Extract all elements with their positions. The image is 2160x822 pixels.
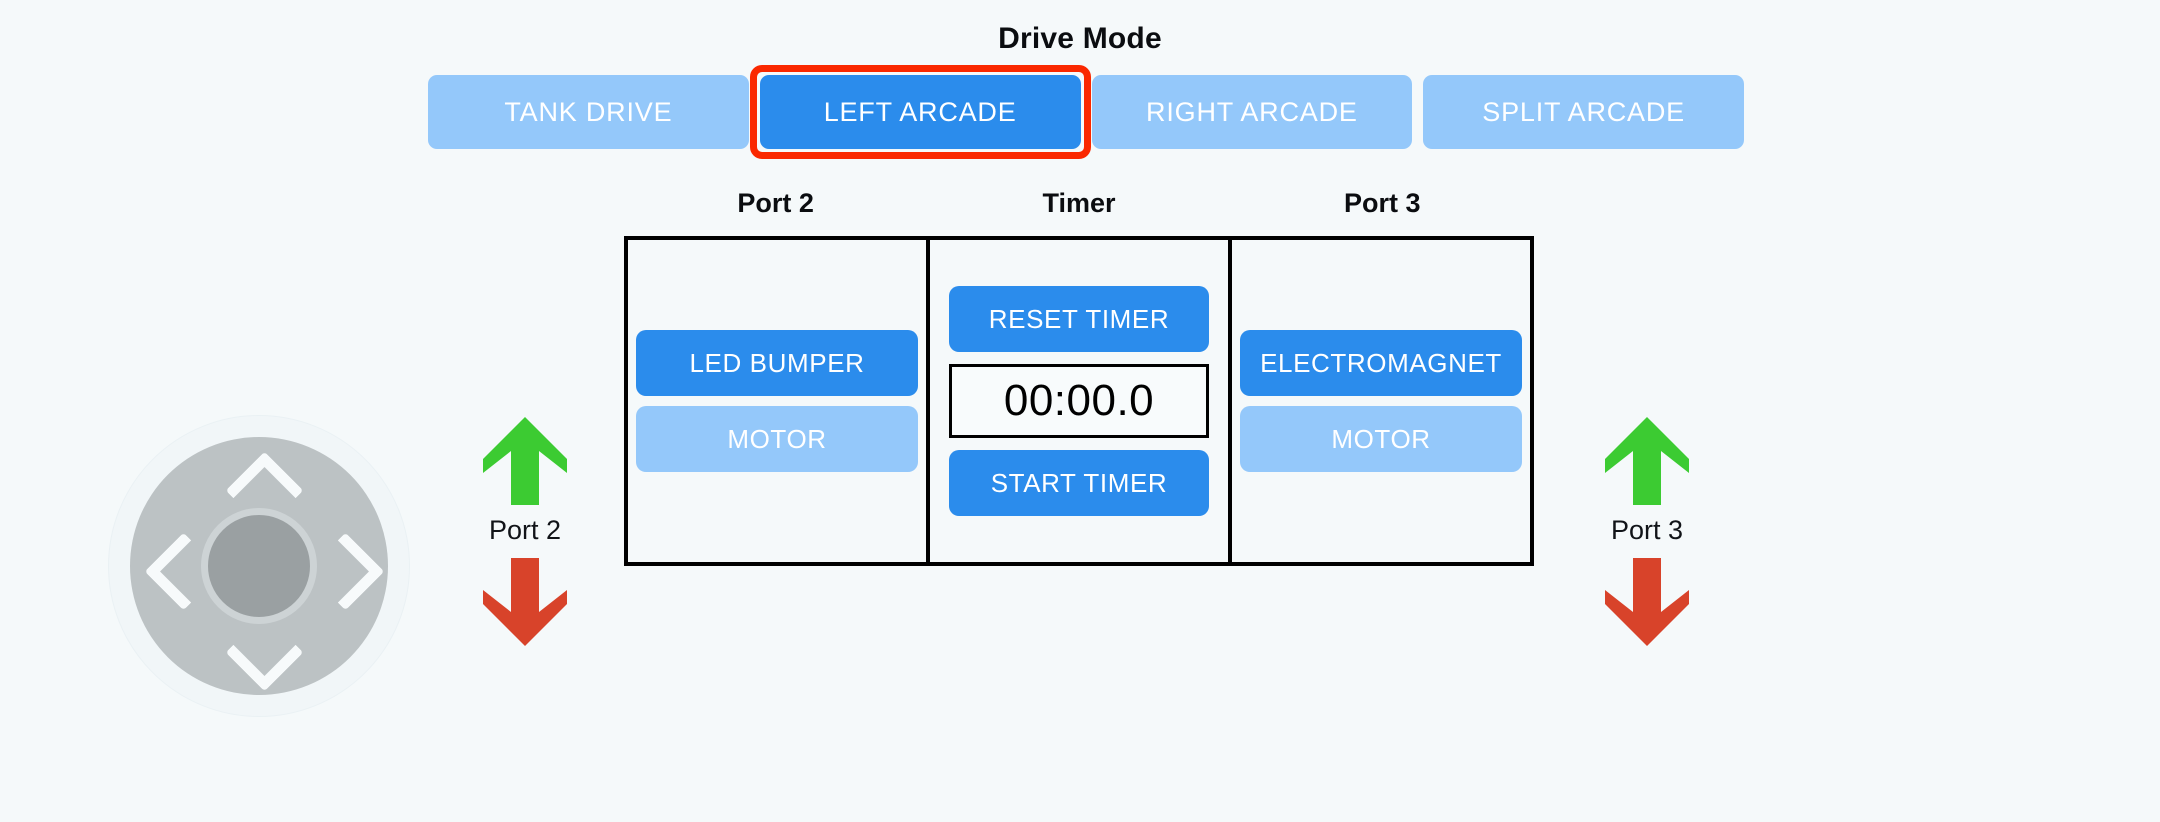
drive-mode-option-right-arcade-wrap: RIGHT ARCADE bbox=[1091, 75, 1413, 149]
timer-display: 00:00.0 bbox=[949, 364, 1209, 438]
port-3-button-stack: ELECTROMAGNET MOTOR bbox=[1240, 330, 1522, 472]
port-2-arrow-group: Port 2 bbox=[440, 415, 610, 648]
drive-mode-button-split-arcade[interactable]: SPLIT ARCADE bbox=[1423, 75, 1744, 149]
port-3-label: Port 3 bbox=[1610, 515, 1684, 545]
arrow-up-icon-port-3[interactable] bbox=[1604, 415, 1690, 507]
column-header-port-2: Port 2 bbox=[737, 188, 814, 218]
panel-column-port-2: LED BUMPER MOTOR bbox=[628, 240, 926, 562]
port-2-label: Port 2 bbox=[488, 515, 562, 545]
drive-mode-button-left-arcade[interactable]: LEFT ARCADE bbox=[759, 75, 1081, 149]
arrow-down-icon-port-2[interactable] bbox=[482, 556, 568, 648]
column-header-port-3: Port 3 bbox=[1344, 188, 1421, 218]
panel-column-port-3: ELECTROMAGNET MOTOR bbox=[1232, 240, 1530, 562]
drive-mode-option-split-arcade-wrap: SPLIT ARCADE bbox=[1423, 75, 1744, 149]
drive-mode-button-right-arcade[interactable]: RIGHT ARCADE bbox=[1091, 75, 1413, 149]
drive-mode-option-left-arcade-wrap: LEFT ARCADE bbox=[749, 65, 1091, 159]
port-3-motor-button[interactable]: MOTOR bbox=[1240, 406, 1522, 472]
panel-column-headers: Port 2 Timer Port 3 bbox=[624, 188, 1534, 224]
electromagnet-button[interactable]: ELECTROMAGNET bbox=[1240, 330, 1522, 396]
port-3-arrow-group: Port 3 bbox=[1562, 415, 1732, 648]
drive-mode-button-tank-drive[interactable]: TANK DRIVE bbox=[428, 75, 749, 149]
column-header-timer: Timer bbox=[1042, 188, 1116, 218]
start-timer-button[interactable]: START TIMER bbox=[949, 450, 1209, 516]
led-bumper-button[interactable]: LED BUMPER bbox=[636, 330, 918, 396]
drive-mode-selector: TANK DRIVE LEFT ARCADE RIGHT ARCADE SPLI… bbox=[428, 65, 1744, 159]
dpad-joystick[interactable] bbox=[108, 415, 410, 717]
drive-mode-option-tank-drive-wrap: TANK DRIVE bbox=[428, 75, 749, 149]
page-title: Drive Mode bbox=[998, 22, 1162, 55]
port-2-button-stack: LED BUMPER MOTOR bbox=[636, 330, 918, 472]
timer-control-stack: RESET TIMER 00:00.0 START TIMER bbox=[949, 286, 1209, 516]
reset-timer-button[interactable]: RESET TIMER bbox=[949, 286, 1209, 352]
port-2-motor-button[interactable]: MOTOR bbox=[636, 406, 918, 472]
arrow-down-icon-port-3[interactable] bbox=[1604, 556, 1690, 648]
control-panel: LED BUMPER MOTOR RESET TIMER 00:00.0 STA… bbox=[624, 236, 1534, 566]
panel-column-timer: RESET TIMER 00:00.0 START TIMER bbox=[926, 240, 1232, 562]
arrow-up-icon-port-2[interactable] bbox=[482, 415, 568, 507]
dpad-center-knob[interactable] bbox=[201, 508, 317, 624]
